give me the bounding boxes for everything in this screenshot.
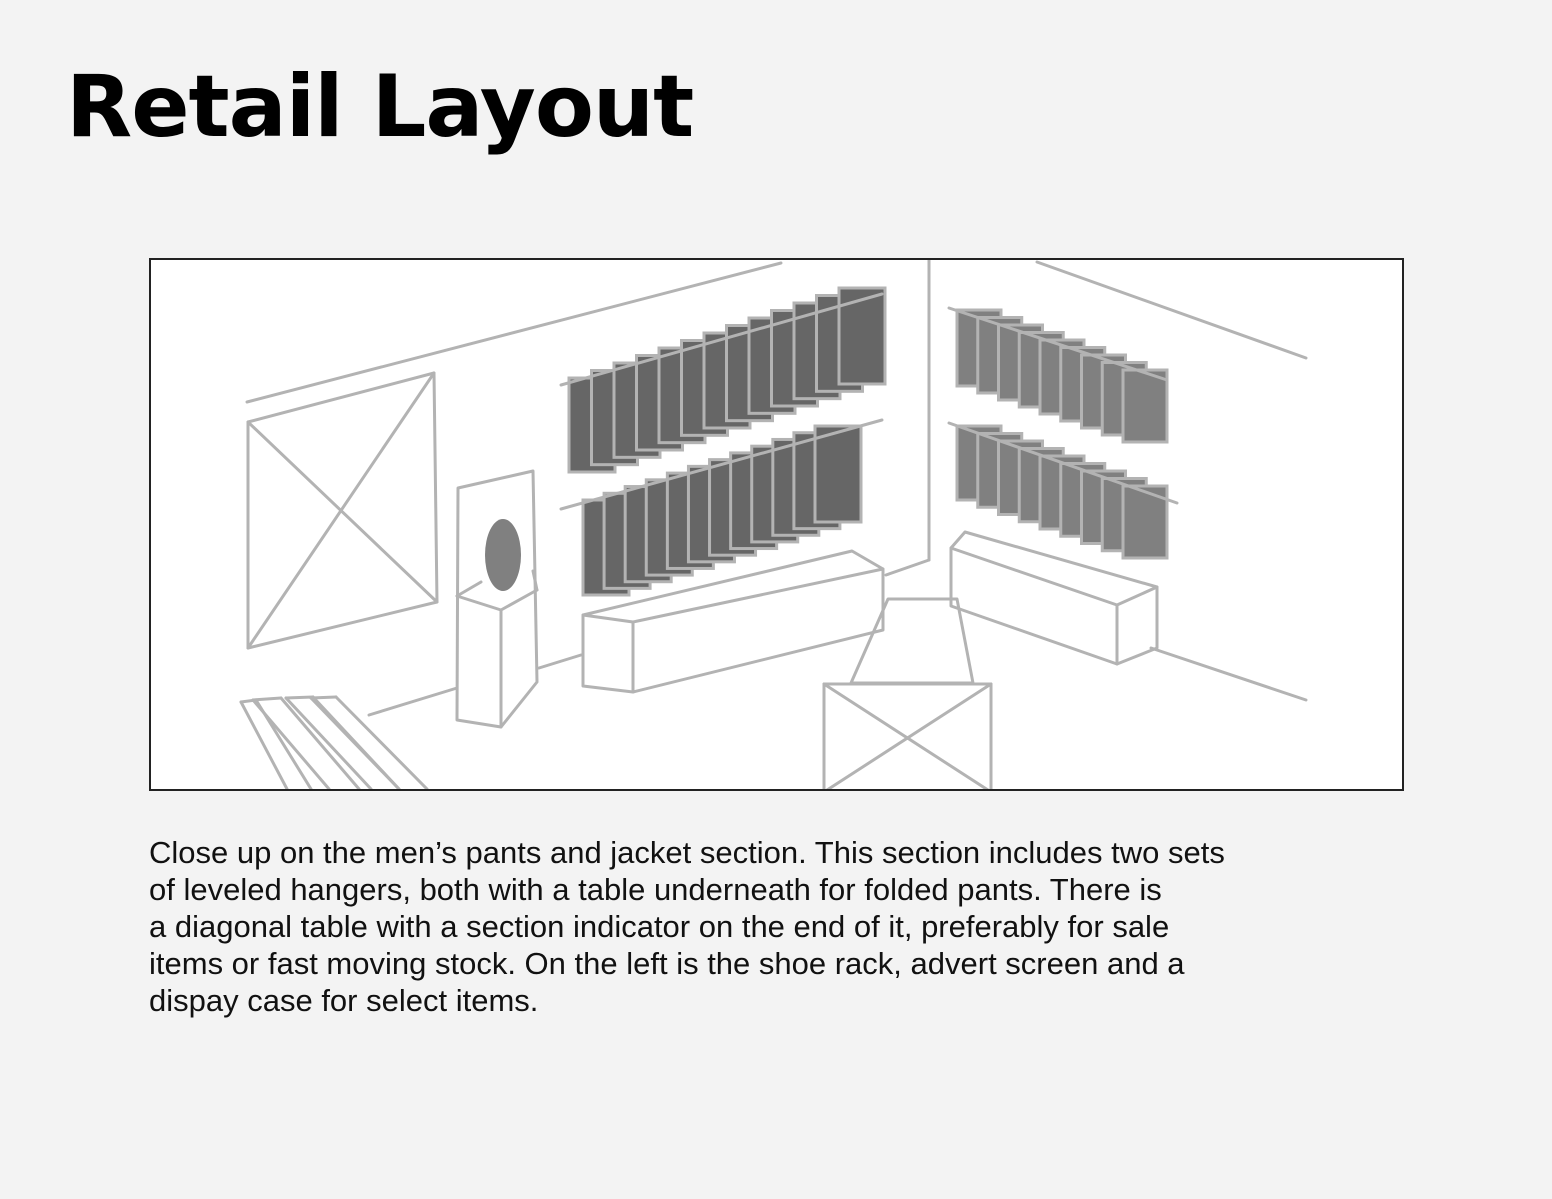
store-scene — [239, 260, 1308, 789]
floor-line-mid — [537, 653, 583, 670]
section-indicator — [822, 682, 993, 789]
ceiling-line-right — [1035, 260, 1308, 360]
caption-line: Close up on the men’s pants and jacket s… — [149, 835, 1225, 870]
caption-line: a diagonal table with a section indicato… — [149, 909, 1170, 944]
caption-text: Close up on the men’s pants and jacket s… — [149, 834, 1409, 1019]
display-case — [455, 469, 539, 729]
floor-line-left — [367, 686, 459, 717]
caption-line: of leveled hangers, both with a table un… — [149, 872, 1162, 907]
advert-screen-circle — [485, 519, 521, 591]
hanger-rod-lower-right — [947, 421, 1179, 505]
hanger-rod-upper-left — [559, 292, 884, 387]
diagonal-sale-table — [849, 597, 975, 685]
hanging-garment — [1121, 368, 1169, 444]
caption-line: items or fast moving stock. On the left … — [149, 946, 1185, 981]
shoe-rack — [239, 695, 429, 789]
retail-layout-diagram — [149, 258, 1404, 791]
right-folding-table — [949, 530, 1159, 666]
hanger-rod-upper-right — [947, 306, 1169, 382]
floor-line-right — [1149, 646, 1308, 702]
left-folding-table — [581, 549, 885, 694]
hanger-rod-lower-left — [559, 418, 884, 511]
hanging-garment — [837, 286, 887, 386]
caption-line: dispay case for select items. — [149, 983, 539, 1018]
hanging-garment — [813, 424, 863, 524]
page-title: Retail Layout — [66, 57, 694, 157]
ceiling-line-left — [245, 261, 783, 404]
advert-screen — [246, 371, 439, 650]
floor-corner-line — [884, 558, 931, 577]
